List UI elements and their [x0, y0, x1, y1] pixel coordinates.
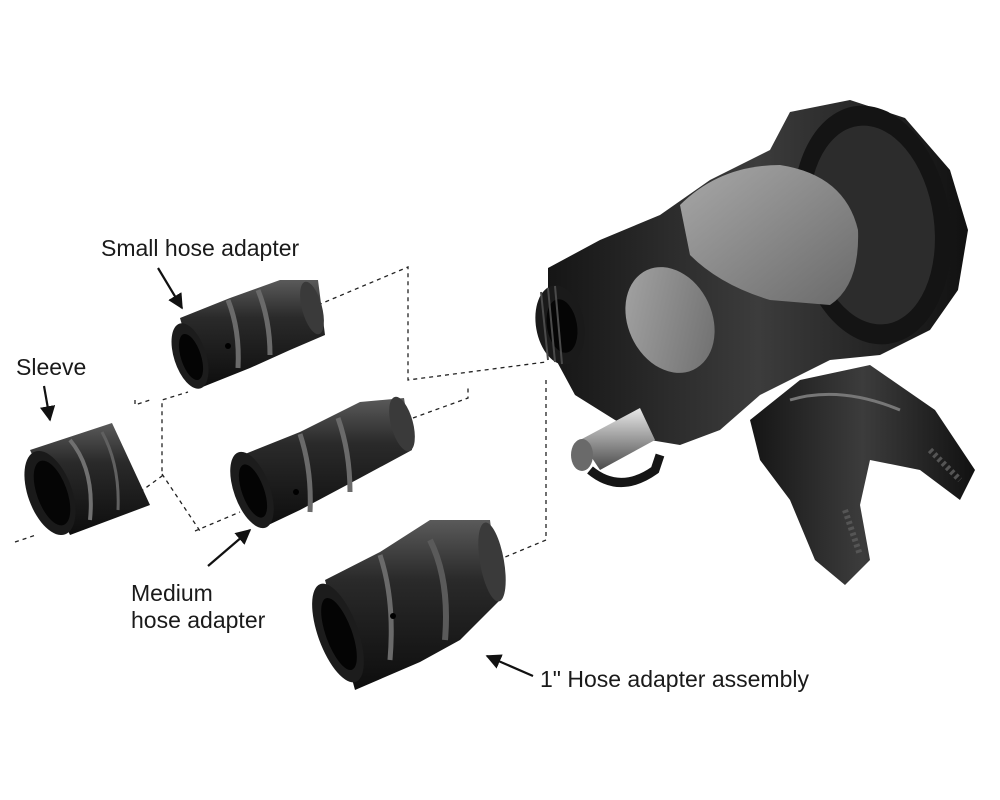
guide-line-sleeve [14, 534, 37, 543]
guide-line-assembly [497, 380, 547, 561]
label-hose-adapter-assembly: 1" Hose adapter assembly [540, 666, 809, 692]
label-medium-hose-adapter: Medium hose adapter [131, 580, 265, 634]
guide-line-bracket-left [134, 399, 151, 406]
assembly-guide-lines [14, 266, 547, 561]
label-medium-hose-adapter-line1: Medium [131, 580, 213, 606]
arrow-sleeve [40, 385, 56, 422]
guide-line-bracket-mid [161, 473, 201, 532]
label-sleeve: Sleeve [16, 354, 87, 380]
callout-arrows [40, 267, 534, 678]
purge-button [680, 165, 859, 305]
small-hose-adapter-part [171, 280, 325, 389]
hose-adapter-assembly-part [312, 520, 506, 690]
regulator-body [535, 100, 968, 445]
guide-line-sleeve-to-adapters [139, 391, 189, 493]
medium-hose-adapter-part [230, 396, 415, 529]
guide-line-medium-adapter [194, 511, 241, 532]
arrow-medium-hose-adapter [207, 528, 252, 567]
guide-line-medium-right [412, 388, 469, 419]
guide-line-small-adapter [317, 266, 547, 381]
arrow-hose-adapter-assembly [485, 654, 534, 678]
venturi-fitting [571, 408, 665, 487]
label-medium-hose-adapter-line2: hose adapter [131, 607, 266, 633]
label-small-hose-adapter: Small hose adapter [101, 235, 300, 261]
mouthpiece [750, 365, 975, 585]
arrow-small-hose-adapter [157, 267, 183, 310]
sleeve-part [24, 423, 150, 536]
side-dial [625, 267, 715, 373]
